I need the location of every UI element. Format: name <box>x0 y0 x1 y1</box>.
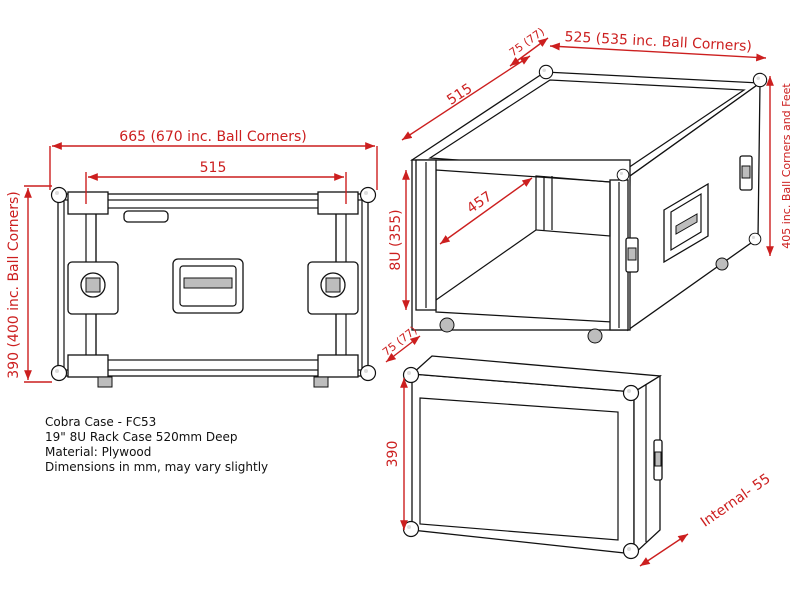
butterfly-latch-icon <box>67 261 119 315</box>
ball-corner-icon <box>538 64 554 80</box>
product-description: 19" 8U Rack Case 520mm Deep <box>45 430 238 444</box>
iso-depth-label: 525 (535 inc. Ball Corners) <box>564 29 752 55</box>
front-view: 665 (670 inc. Ball Corners) 515 390 (400… <box>6 129 378 388</box>
ball-corner-icon <box>402 520 420 538</box>
butterfly-latch-icon <box>625 237 639 273</box>
product-material: Material: Plywood <box>45 445 152 459</box>
iso-case-view: 75 (77) 525 (535 inc. Ball Corners) 515 … <box>388 25 793 344</box>
ball-corner-icon <box>50 364 68 382</box>
ball-corner-icon <box>359 186 377 204</box>
handle-icon <box>172 258 244 314</box>
lid-height-label: 390 <box>385 441 401 468</box>
product-name: Cobra Case - FC53 <box>45 415 157 429</box>
lid-internal-label: Internal- 55 <box>698 471 774 531</box>
iso-lid-view: 75 (77) 390 Internal- 55 <box>380 324 774 567</box>
ball-corner-icon <box>752 72 768 88</box>
butterfly-latch-icon <box>653 439 663 481</box>
product-note: Dimensions in mm, may vary slightly <box>45 460 269 474</box>
butterfly-latch-icon <box>307 261 359 315</box>
ball-corner-icon <box>616 168 630 182</box>
ball-corner-icon <box>748 232 762 246</box>
ball-corner-icon <box>622 384 640 402</box>
ball-corner-icon <box>50 186 68 204</box>
front-inner-width-label: 515 <box>200 160 227 176</box>
ball-corner-icon <box>402 366 420 384</box>
iso-height-label: 405 inc. Ball Corners and Feet <box>780 83 793 249</box>
ball-corner-icon <box>622 542 640 560</box>
butterfly-latch-icon <box>739 155 753 191</box>
front-width-label: 665 (670 inc. Ball Corners) <box>119 129 306 145</box>
iso-width-label: 515 <box>444 81 475 109</box>
iso-rack-height-label: 8U (355) <box>388 209 404 270</box>
product-info: Cobra Case - FC53 19" 8U Rack Case 520mm… <box>45 415 268 475</box>
ball-corner-icon <box>359 364 377 382</box>
front-height-label: 390 (400 inc. Ball Corners) <box>6 191 22 378</box>
handle-icon <box>663 182 709 264</box>
